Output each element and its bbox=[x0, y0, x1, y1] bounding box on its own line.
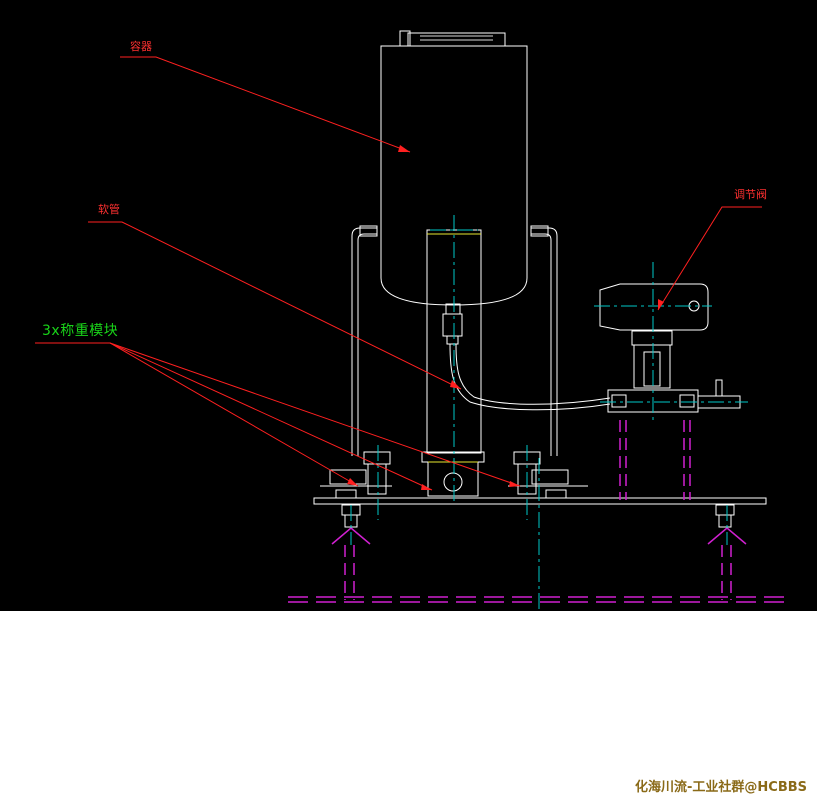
support-frame bbox=[351, 225, 558, 456]
container-label: 容器 bbox=[130, 40, 152, 53]
leader-arrowheads bbox=[347, 145, 664, 490]
regulating-valve bbox=[599, 283, 741, 413]
support-feet bbox=[341, 504, 735, 528]
base-plate bbox=[313, 497, 767, 505]
cad-drawing-canvas bbox=[0, 0, 817, 611]
regulating-valve-label: 调节阀 bbox=[734, 188, 767, 201]
hose-label: 软管 bbox=[98, 203, 120, 216]
watermark: 化海川流-工业社群@HCBBS bbox=[635, 780, 807, 795]
weighing-modules-label: 3x称重模块 bbox=[42, 323, 119, 339]
hose bbox=[449, 343, 611, 411]
weighing-modules bbox=[320, 451, 588, 499]
hidden-lines bbox=[288, 420, 790, 603]
valve-actuator bbox=[599, 283, 709, 331]
center-lines bbox=[350, 215, 748, 611]
leader-lines bbox=[35, 56, 762, 491]
cad-drawing bbox=[35, 30, 790, 611]
tank-body bbox=[380, 45, 528, 306]
